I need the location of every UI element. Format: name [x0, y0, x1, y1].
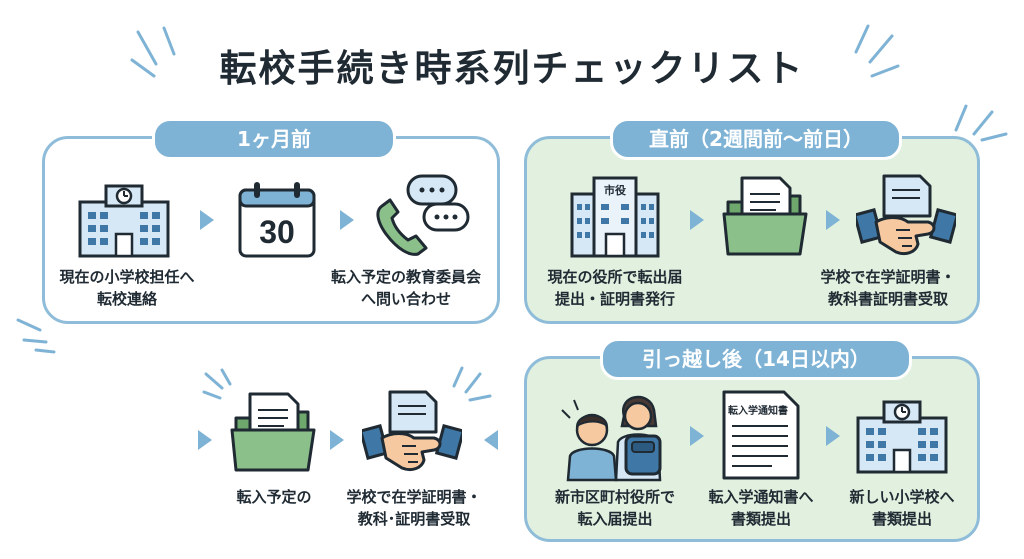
step-label-board-inquiry: 転入予定の教育委員会へ問い合わせ [330, 268, 481, 308]
arrow-right-icon [826, 426, 840, 446]
arrow-right-icon [690, 426, 704, 446]
step-label-teacher-notice: 現在の小学校担任へ転校連絡 [59, 268, 195, 308]
decorative-burst-top-right [854, 24, 900, 78]
step-label-transfer-planned: 転入予定の [236, 488, 312, 506]
decorative-burst-top-left [130, 26, 176, 78]
notice-document-icon: 転入学通知書 [722, 390, 800, 480]
building-sign: 市役 [604, 183, 626, 197]
arrow-right-icon [826, 210, 840, 230]
folder-documents-icon [230, 392, 316, 472]
step-label-move-out: 現在の役所で転出届提出・証明書発行 [547, 268, 683, 308]
handshake-document-icon [362, 390, 462, 472]
phone-chat-icon [376, 174, 470, 256]
arrow-right-icon [198, 430, 212, 450]
parent-child-icon [561, 395, 662, 482]
step-label-notice-submit: 転入学通知書へ書類提出 [708, 488, 814, 528]
folder-documents-icon [722, 176, 808, 256]
school-building-icon [78, 184, 170, 258]
decorative-burst-bottom-mid [452, 366, 492, 402]
calendar-number: 30 [259, 214, 295, 250]
step-label-certificate-receive: 学校で在学証明書・教科･証明書受取 [346, 488, 482, 528]
step-label-move-in: 新市区町村役所で転入届提出 [554, 488, 675, 528]
header-month-before: 1ヶ月前 [152, 118, 396, 160]
arrow-right-icon [690, 210, 704, 230]
page-title: 転校手続き時系列チェックリスト [219, 47, 805, 90]
header-just-before: 直前（2週間前〜前日） [610, 118, 902, 160]
notice-document-title: 転入学通知書 [728, 404, 788, 417]
step-label-certificate: 学校で在学証明書・教科書証明書受取 [820, 268, 956, 308]
arrow-left-icon [484, 430, 498, 450]
school-building-icon [856, 400, 948, 474]
arrow-right-icon [200, 210, 214, 230]
arrow-right-icon [340, 210, 354, 230]
calendar-icon: 30 [238, 182, 316, 258]
decorative-burst-right [954, 104, 1008, 142]
header-after-move: 引っ越し後（14日以内） [600, 338, 912, 380]
decorative-burst-left [16, 318, 56, 354]
handshake-document-icon [856, 174, 956, 256]
decorative-burst-bottom-left [202, 368, 232, 400]
city-hall-icon: 市役 [570, 176, 660, 258]
step-label-new-school: 新しい小学校へ書類提出 [849, 488, 955, 528]
arrow-right-icon [330, 430, 344, 450]
